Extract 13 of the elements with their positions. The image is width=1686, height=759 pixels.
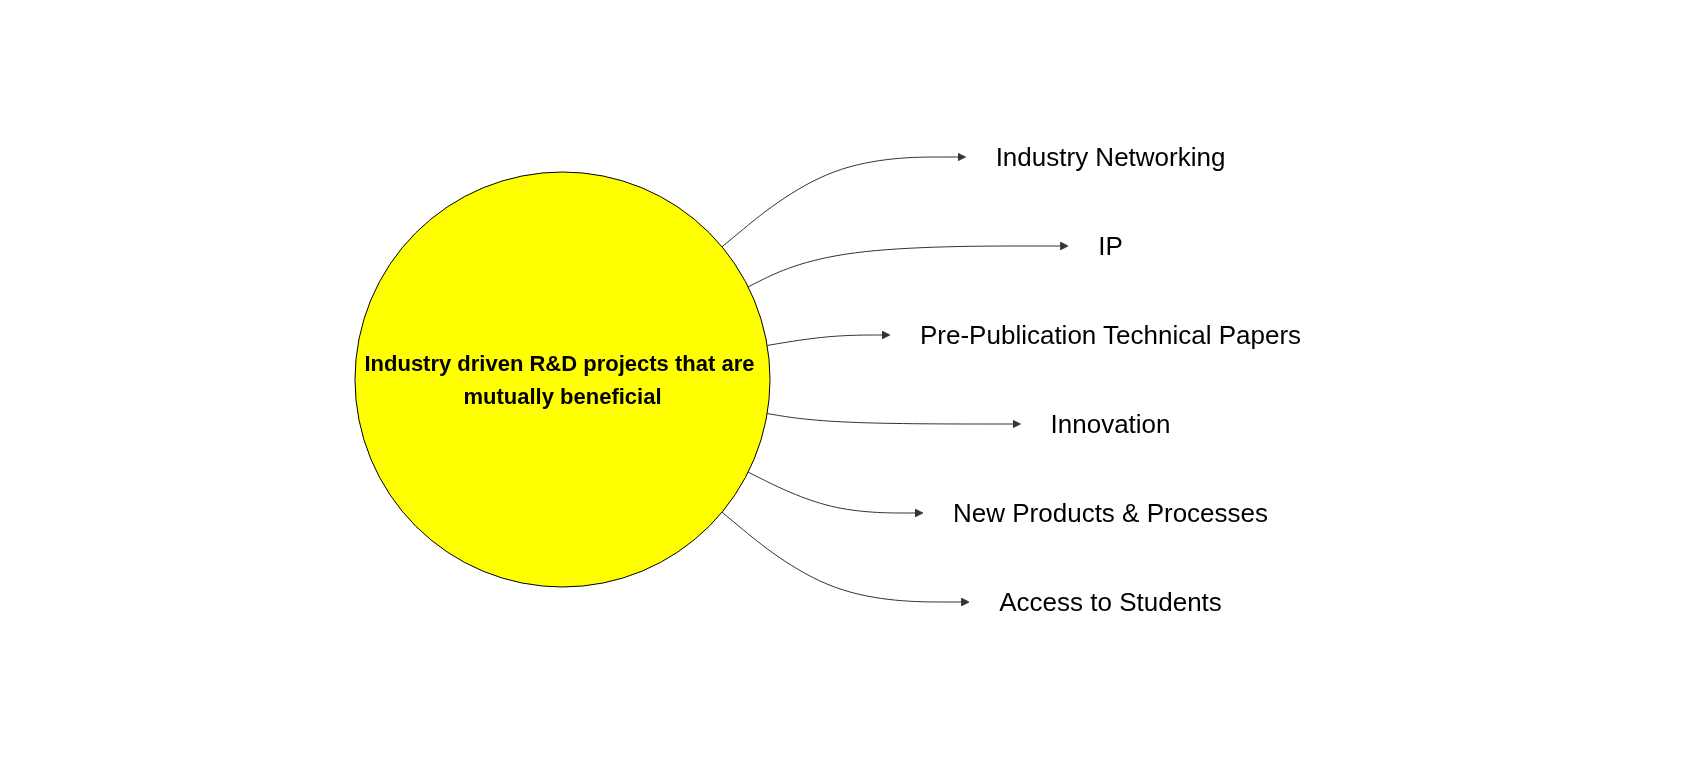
arrow — [721, 511, 970, 607]
arrow — [766, 413, 1021, 429]
node-text: Industry Networking — [995, 141, 1226, 172]
node-text: Innovation — [1050, 408, 1171, 439]
arrow — [747, 471, 924, 518]
node-text: New Products & Processes — [952, 497, 1269, 528]
arrow — [766, 330, 891, 346]
arrow — [721, 152, 966, 248]
node-text: Access to Students — [999, 586, 1222, 617]
arrow — [747, 241, 1069, 288]
node-text: Pre-Publication Technical Papers — [919, 319, 1302, 350]
node-text: IP — [1098, 230, 1123, 261]
node-circle: Industry driven R&D projects that are mutually beneficial — [354, 171, 771, 588]
